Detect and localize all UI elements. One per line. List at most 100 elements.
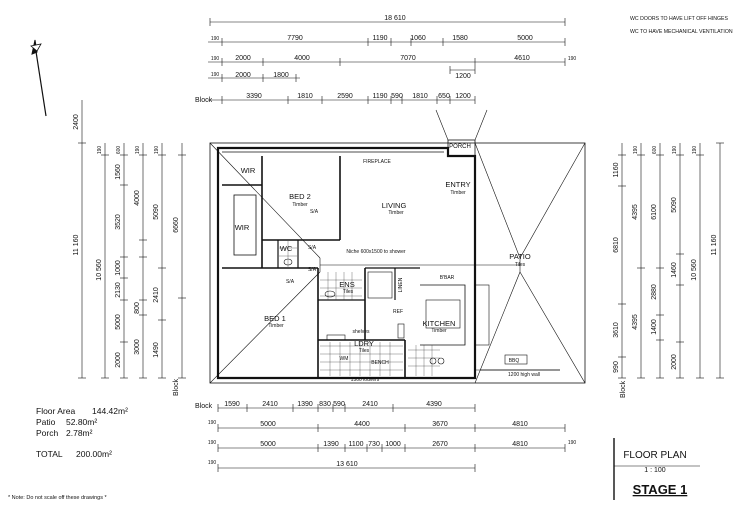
bottom-dimensions bbox=[217, 404, 566, 472]
dim-left-c3-4: 2130 bbox=[115, 282, 122, 298]
dim-right-c3-4: 990 bbox=[613, 361, 620, 373]
dim-top-r4-4: 1190 bbox=[372, 93, 387, 100]
room-bed-2: BED 2 bbox=[289, 192, 311, 201]
dim-top-r1-1: 7790 bbox=[287, 35, 303, 42]
dim-left-small-3: 190 bbox=[135, 146, 141, 155]
dim-bot-r1-4: 830 bbox=[319, 401, 331, 408]
room-living: LIVING bbox=[382, 201, 407, 210]
dim-top-r4-1: 3390 bbox=[246, 93, 262, 100]
dim-top-r3-1: 2000 bbox=[235, 72, 251, 79]
dim-bot-r1-2: 2410 bbox=[262, 401, 278, 408]
dim-top-r4-5: 590 bbox=[391, 93, 403, 100]
dim-right-c3-3: 3610 bbox=[613, 322, 620, 338]
dim-right-small-3: 190 bbox=[672, 146, 678, 155]
dim-top-small-3: 190 bbox=[211, 72, 220, 78]
dim-left-block: 2400 bbox=[73, 114, 80, 130]
dim-left-small-1: 190 bbox=[97, 146, 103, 155]
floor-ldry: Tiles bbox=[359, 348, 370, 354]
label-fireplace: FIREPLACE bbox=[363, 159, 391, 165]
room-wir-1: WIR bbox=[241, 166, 256, 175]
dim-right-c3-2: 6810 bbox=[613, 237, 620, 253]
dim-bot-small-3: 190 bbox=[208, 460, 217, 466]
dim-top-r1-5: 5000 bbox=[517, 35, 533, 42]
area-row-total: TOTAL 200.00m² bbox=[36, 449, 128, 460]
ref-icon bbox=[397, 323, 405, 339]
dim-top-r1-4: 1580 bbox=[452, 35, 468, 42]
floor-ens: Tiles bbox=[343, 289, 354, 295]
note-wc-vent: WC TO HAVE MECHANICAL VENTILATION bbox=[630, 29, 733, 35]
dim-top-r2-1: 2000 bbox=[235, 55, 251, 62]
dim-right-c3-1: 1160 bbox=[613, 162, 620, 177]
left-dimensions bbox=[78, 100, 186, 379]
dim-bot-r1-3: 1390 bbox=[297, 401, 313, 408]
dim-right-c2-3: 2000 bbox=[671, 354, 678, 370]
dim-top-r4-3: 2590 bbox=[337, 93, 353, 100]
total-label: TOTAL bbox=[36, 449, 63, 459]
dim-left-c3-2: 3520 bbox=[115, 214, 122, 230]
dim-right-c1: 10 560 bbox=[691, 259, 698, 281]
floor-entry: Timber bbox=[450, 190, 466, 196]
label-bbar: B'BAR bbox=[440, 275, 455, 281]
total-value: 200.00m² bbox=[76, 449, 112, 459]
label-linen: LINEN bbox=[398, 277, 404, 292]
block-label-right: Block bbox=[620, 380, 627, 398]
label-sa-2: S/A bbox=[308, 245, 317, 251]
top-dimensions bbox=[208, 18, 566, 104]
dim-right-small-2: 600 bbox=[652, 146, 658, 155]
dim-bot-r3-5: 1000 bbox=[385, 441, 401, 448]
dim-bot-r3-4: 730 bbox=[368, 441, 380, 448]
floor-bed-1: Timber bbox=[268, 323, 284, 329]
label-sa-3: S/A bbox=[286, 279, 295, 285]
label-high-wall: 1200 high wall bbox=[508, 372, 540, 378]
dim-right-c4-5: 1400 bbox=[651, 319, 658, 335]
dim-bot-r3-6: 2670 bbox=[432, 441, 448, 448]
toilet-icon bbox=[283, 258, 293, 266]
dim-top-r3-2: 1800 bbox=[273, 72, 289, 79]
area-label: Floor Area bbox=[36, 406, 76, 416]
label-shelves: shelves bbox=[353, 329, 370, 335]
title-scale: 1 : 100 bbox=[644, 467, 666, 474]
room-wir-2: WIR bbox=[235, 223, 250, 232]
north-arrow-icon bbox=[30, 39, 47, 117]
dim-right-overall: 11 160 bbox=[711, 234, 718, 255]
room-bed-1: BED 1 bbox=[264, 314, 286, 323]
dim-bot-r3-2: 1390 bbox=[323, 441, 339, 448]
dim-right-c4-4: 2880 bbox=[651, 284, 658, 300]
dim-left-c3-3: 1000 bbox=[115, 260, 122, 276]
dim-right-c4-1: 4395 bbox=[632, 204, 639, 220]
dim-bot-r2-2: 4400 bbox=[354, 421, 370, 428]
dim-top-r4-6: 1810 bbox=[412, 93, 428, 100]
dim-bot-r3-7: 4810 bbox=[512, 441, 528, 448]
scale-note: * Note: Do not scale off these drawings … bbox=[8, 495, 108, 501]
room-ldry: LDRY bbox=[354, 339, 374, 348]
dim-left-c4-3: 3000 bbox=[134, 339, 141, 355]
dim-left-c2-3: 1490 bbox=[153, 342, 160, 358]
label-sa-1: S/A bbox=[310, 209, 319, 215]
dim-top-r2-3: 7070 bbox=[400, 55, 416, 62]
dim-left-c2-2: 2410 bbox=[153, 287, 160, 303]
dim-right-small-1: 190 bbox=[633, 146, 639, 155]
tile-pattern bbox=[279, 241, 440, 376]
block-label-left: Block bbox=[173, 378, 180, 396]
dim-left-c1: 10 560 bbox=[96, 259, 103, 281]
dim-top-r4-8: 1200 bbox=[455, 93, 471, 100]
dim-left-c4-1: 4000 bbox=[134, 190, 141, 206]
floor-bed-2: Timber bbox=[292, 202, 308, 208]
room-entry: ENTRY bbox=[445, 180, 470, 189]
fixtures bbox=[283, 258, 445, 365]
shower-icon bbox=[367, 271, 393, 299]
dim-bot-r1-6: 2410 bbox=[362, 401, 378, 408]
label-sa-4: S/A bbox=[308, 267, 317, 273]
area-label: Porch bbox=[36, 428, 59, 438]
dim-left-c3-5: 5000 bbox=[115, 314, 122, 330]
floor-patio: Tiles bbox=[515, 262, 526, 268]
room-wc: WC bbox=[280, 244, 293, 253]
dim-right-c2-1: 5090 bbox=[671, 197, 678, 213]
room-patio: PATIO bbox=[509, 252, 531, 261]
dim-left-c4-2: 800 bbox=[134, 302, 141, 314]
dim-top-overall: 18 610 bbox=[384, 15, 406, 22]
dim-left-overall: 11 160 bbox=[73, 234, 80, 255]
dim-bot-r2-3: 3670 bbox=[432, 421, 448, 428]
floor-kitchen: Timber bbox=[431, 328, 447, 334]
